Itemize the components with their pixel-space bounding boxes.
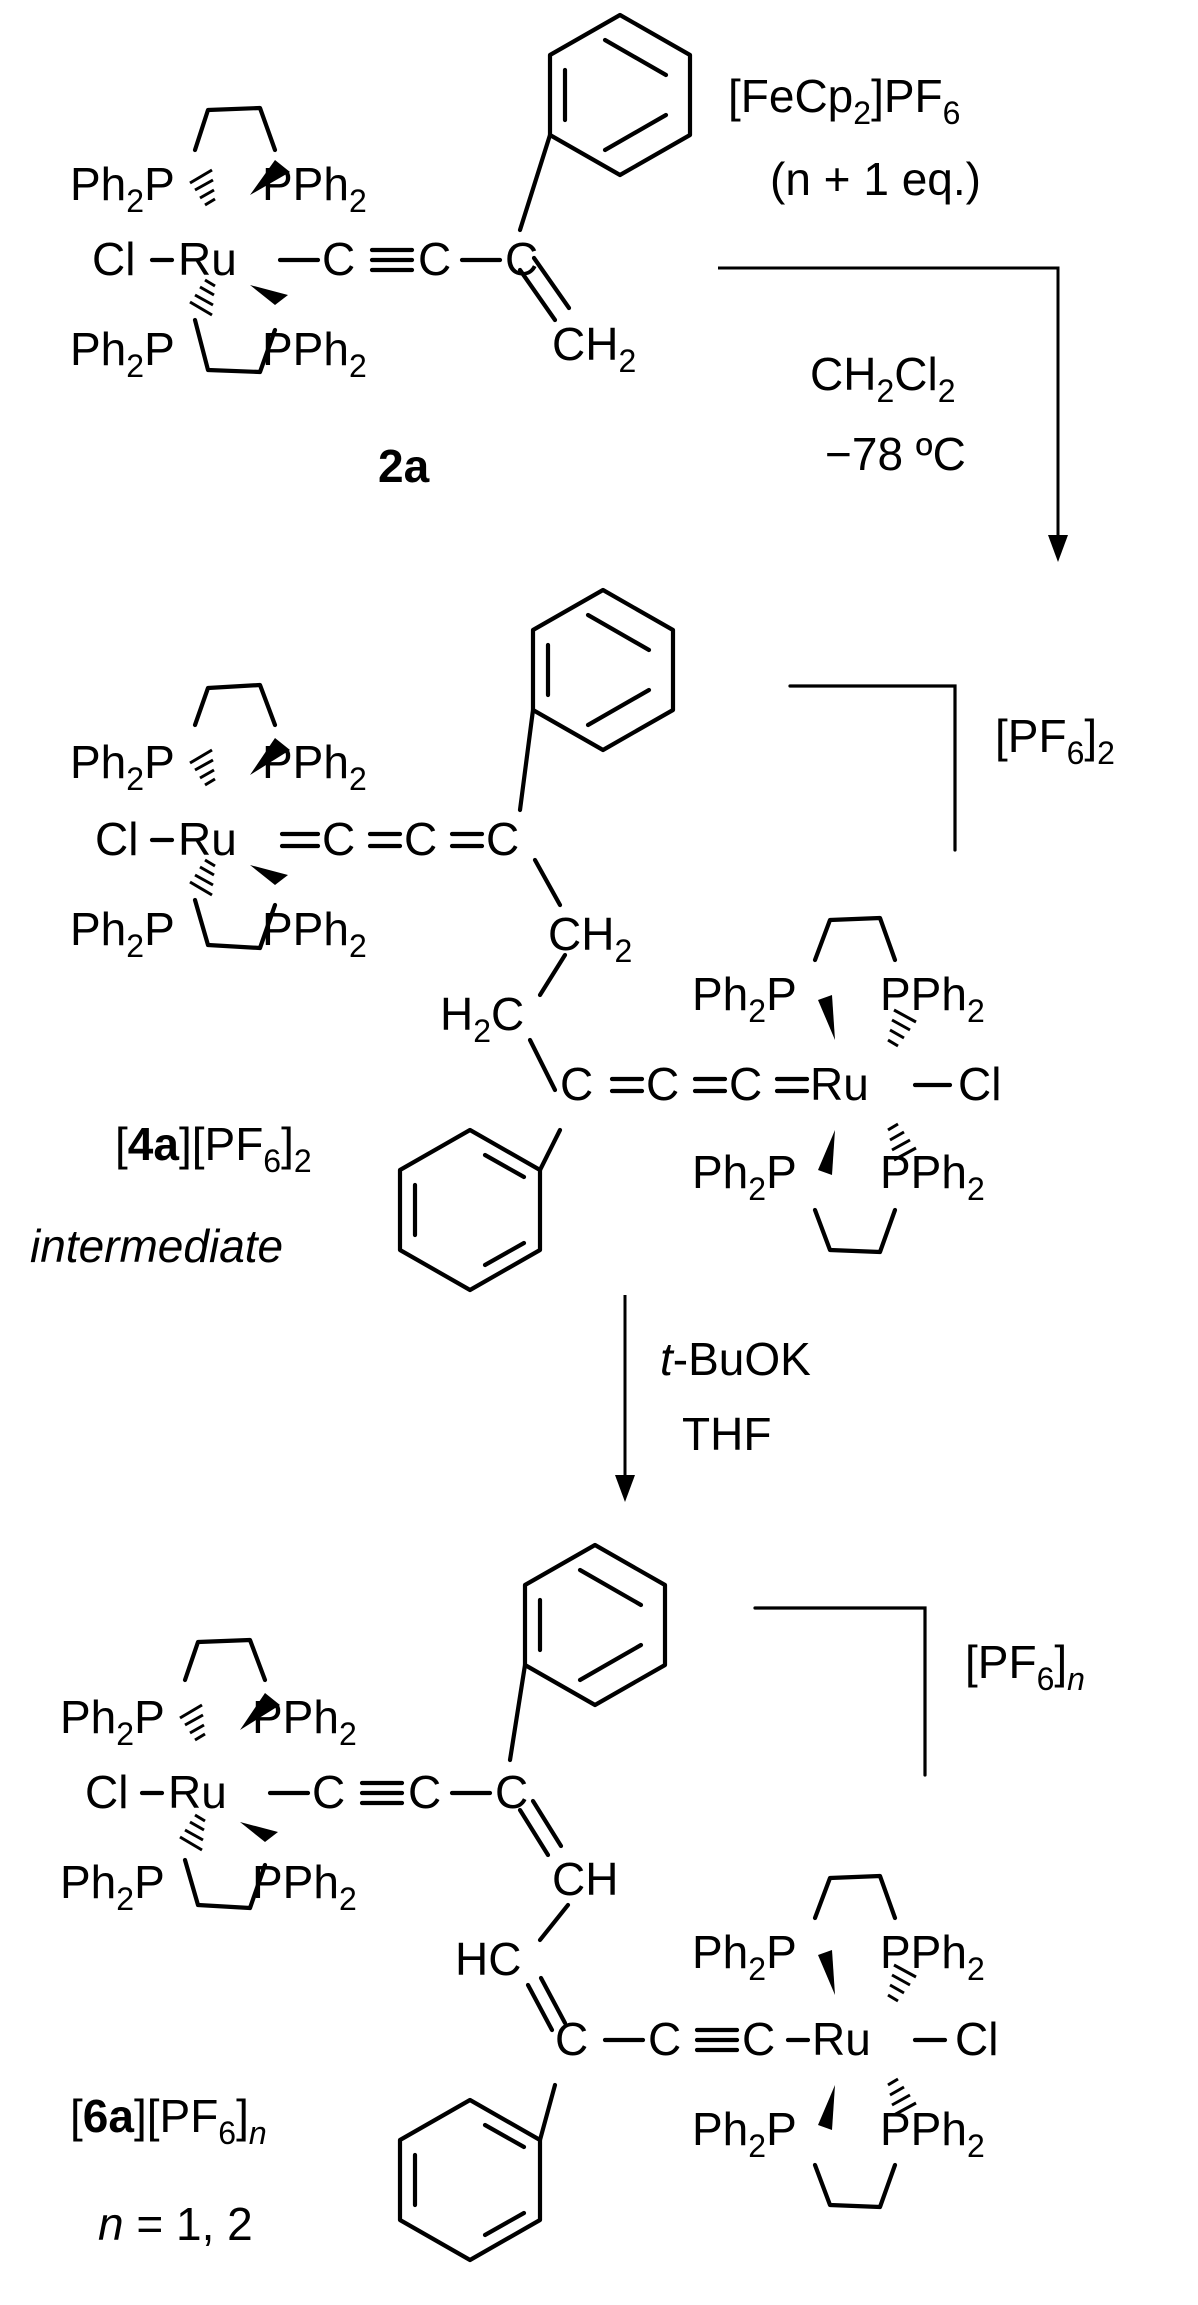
- wedge-bond: [818, 995, 835, 1040]
- ph2p-label: Ph2P: [70, 903, 175, 964]
- ch2-group: CH2: [548, 908, 632, 969]
- hashed-bond: [887, 1122, 917, 1162]
- ch-group: CH: [552, 1853, 618, 1905]
- phenyl-ring: [547, 12, 693, 178]
- cl-atom: Cl: [958, 1058, 1001, 1110]
- hashed-bond: [887, 1963, 917, 2003]
- temperature: −78 ºC: [825, 428, 966, 480]
- pph2-label: PPh2: [880, 968, 985, 1029]
- c-atom: C: [312, 1766, 345, 1818]
- pph2-label: PPh2: [880, 1926, 985, 1987]
- c-atom: C: [322, 813, 355, 865]
- hashed-bond: [887, 1008, 917, 1048]
- compound-6a: [PF6]n Ph2P PPh2 Cl Ru C C C CH Ph2P PPh…: [60, 1542, 1085, 2263]
- solvent-thf: THF: [682, 1408, 771, 1460]
- reaction-arrow-1: [718, 266, 1060, 540]
- ph2p-label: Ph2P: [60, 1691, 165, 1752]
- solvent-ch2cl2: CH2Cl2: [810, 348, 956, 409]
- bracket-counterion: [PF6]n: [965, 1636, 1085, 1697]
- base-reagent: t-BuOK: [660, 1333, 811, 1385]
- ph2p-label: Ph2P: [70, 323, 175, 384]
- c-atom: C: [646, 1058, 679, 1110]
- c-atom: C: [729, 1058, 762, 1110]
- hashed-bond: [179, 1813, 206, 1852]
- c-atom: C: [418, 233, 451, 285]
- oxidant-reagent: [FeCp2]PF6: [728, 70, 960, 131]
- compound-4a-label: [4a][PF6]2: [115, 1118, 312, 1179]
- arrowhead: [1048, 535, 1068, 562]
- ph2p-label: Ph2P: [60, 1856, 165, 1917]
- hashed-bond: [189, 748, 216, 787]
- cl-atom: Cl: [95, 813, 138, 865]
- phenyl-ring: [397, 2097, 543, 2263]
- step2-conditions: t-BuOK THF: [615, 1295, 811, 1502]
- hashed-bond: [887, 2077, 917, 2117]
- wedge-bond: [818, 1130, 835, 1175]
- n-values-label: n = 1, 2: [98, 2198, 253, 2250]
- bracket-counterion: [PF6]2: [995, 710, 1115, 771]
- compound-4a: [PF6]2 Ph2P PPh2 Cl Ru C C C Ph2P PPh2 C…: [30, 587, 1115, 1293]
- c-atom: C: [404, 813, 437, 865]
- ph2p-label: Ph2P: [70, 736, 175, 797]
- compound-2a-label: 2a: [378, 440, 430, 492]
- wedge-bond: [240, 1822, 278, 1842]
- wedge-bond: [250, 865, 288, 885]
- pph2-label: PPh2: [262, 736, 367, 797]
- charge-bracket: [788, 684, 957, 852]
- step1-conditions: [FeCp2]PF6 (n + 1 eq.) CH2Cl2 −78 ºC: [718, 70, 1068, 562]
- ru-atom: Ru: [178, 233, 237, 285]
- arrowhead: [615, 1475, 635, 1502]
- oxidant-equivalents: (n + 1 eq.): [770, 153, 981, 205]
- c-atom: C: [560, 1058, 593, 1110]
- pph2-label: PPh2: [262, 323, 367, 384]
- intermediate-label: intermediate: [30, 1220, 283, 1272]
- cl-atom: Cl: [85, 1766, 128, 1818]
- ph2p-label: Ph2P: [692, 1926, 797, 1987]
- hashed-bond: [189, 168, 216, 207]
- wedge-bond: [250, 160, 290, 195]
- ph2p-label: Ph2P: [692, 968, 797, 1029]
- pph2-label: PPh2: [252, 1856, 357, 1917]
- hashed-bond: [189, 278, 216, 317]
- phenyl-ring: [530, 587, 676, 753]
- charge-bracket: [753, 1606, 927, 1777]
- ru-atom: Ru: [812, 2013, 871, 2065]
- h2c-group: H2C: [440, 988, 524, 1049]
- pph2-label: PPh2: [252, 1691, 357, 1752]
- phenyl-ring: [397, 1127, 543, 1293]
- ru-atom: Ru: [168, 1766, 227, 1818]
- c-atom: C: [555, 2013, 588, 2065]
- c-atom: C: [322, 233, 355, 285]
- wedge-bond: [818, 2085, 835, 2130]
- ru-atom: Ru: [178, 813, 237, 865]
- wedge-bond: [250, 285, 288, 305]
- pph2-label: PPh2: [262, 903, 367, 964]
- c-atom: C: [742, 2013, 775, 2065]
- wedge-bond: [250, 738, 290, 775]
- wedge-bond: [818, 1950, 835, 1995]
- pph2-label: PPh2: [880, 1146, 985, 1207]
- pph2-label: PPh2: [880, 2103, 985, 2164]
- pph2-label: PPh2: [262, 158, 367, 219]
- c-atom: C: [505, 233, 538, 285]
- cl-atom: Cl: [92, 233, 135, 285]
- cl-atom: Cl: [955, 2013, 998, 2065]
- hashed-bond: [179, 1703, 206, 1742]
- compound-6a-label: [6a][PF6]n: [70, 2090, 267, 2151]
- wedge-bond: [240, 1693, 280, 1730]
- ch2-group: CH2: [552, 318, 636, 379]
- ru-atom: Ru: [810, 1058, 869, 1110]
- hc-group: HC: [455, 1933, 521, 1985]
- phenyl-ring: [522, 1542, 668, 1708]
- compound-2a: Ph2P PPh2 Cl Ru C C C CH2 Ph2P PPh2 2a: [70, 12, 693, 492]
- ph2p-label: Ph2P: [70, 158, 175, 219]
- ph2p-label: Ph2P: [692, 2103, 797, 2164]
- c-atom: C: [408, 1766, 441, 1818]
- c-atom: C: [495, 1766, 528, 1818]
- hashed-bond: [189, 858, 216, 897]
- ph2p-label: Ph2P: [692, 1146, 797, 1207]
- c-atom: C: [648, 2013, 681, 2065]
- c-atom: C: [486, 813, 519, 865]
